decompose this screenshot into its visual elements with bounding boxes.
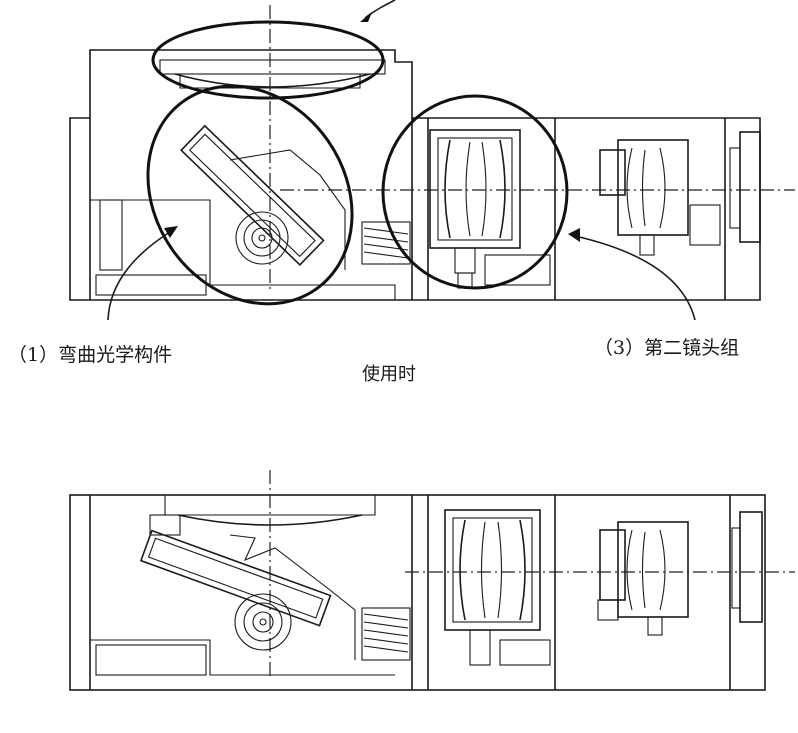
top-cover-glass xyxy=(159,59,386,75)
top-second-lens-group xyxy=(599,139,721,256)
bottom-spring xyxy=(361,607,411,661)
label-second-lens-group: （3）第二镜头组 xyxy=(594,337,739,359)
top-housing-outline xyxy=(69,49,761,301)
top-image-sensor xyxy=(729,131,761,243)
in-use-diagram xyxy=(69,0,795,321)
bottom-inner-floor xyxy=(90,639,395,676)
bottom-image-sensor xyxy=(731,511,763,623)
top-window-lens xyxy=(174,73,371,88)
window-highlight-ellipse xyxy=(151,20,385,100)
bend-arrow-line xyxy=(107,231,171,321)
top-bend-prism xyxy=(180,124,325,267)
top-left-bracket xyxy=(99,199,123,271)
folded-diagram xyxy=(69,470,795,691)
bend-member-highlight-ellipse xyxy=(146,84,354,306)
lens-arrow-line xyxy=(574,235,696,321)
top-spring xyxy=(361,221,411,265)
label-bend-optical-member: （1）弯曲光学构件 xyxy=(8,344,172,366)
bottom-prism-holder xyxy=(229,534,356,660)
bottom-base-plate xyxy=(95,644,207,676)
bend-arrow-head xyxy=(164,226,178,238)
top-base-plate xyxy=(95,274,207,296)
label-in-use: 使用时 xyxy=(362,364,416,385)
lens-arrow-head xyxy=(568,228,580,242)
bottom-window-frame xyxy=(164,495,376,516)
bottom-first-lens-group xyxy=(444,509,551,666)
top-inner-floor xyxy=(90,199,396,300)
bottom-housing-outline xyxy=(69,494,766,691)
lens-group-highlight-ellipse xyxy=(381,94,569,290)
top-prism-holder xyxy=(229,149,346,270)
top-first-lens-group xyxy=(429,129,551,289)
top-arrow-head xyxy=(360,12,372,22)
bottom-bend-prism xyxy=(139,529,332,627)
bottom-rotation-wheel xyxy=(234,593,292,651)
top-rotation-wheel xyxy=(235,211,289,265)
bottom-second-lens-group xyxy=(597,521,689,636)
